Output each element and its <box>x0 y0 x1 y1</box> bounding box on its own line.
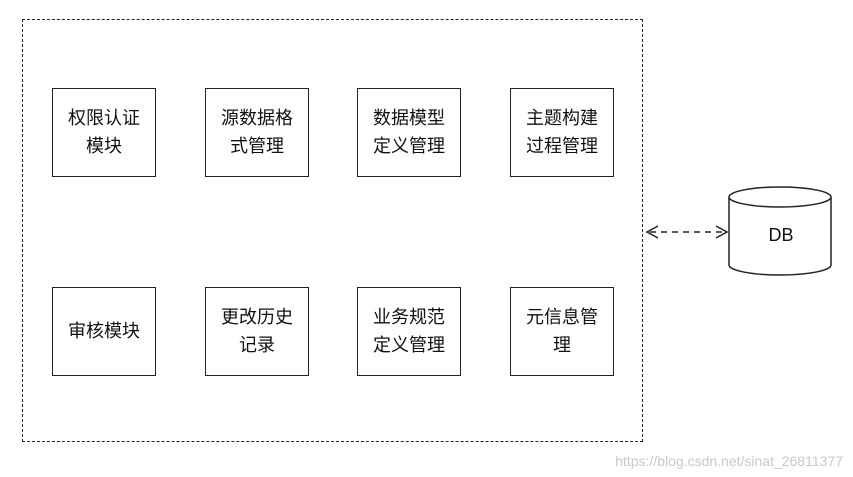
module-label: 业务规范定义管理 <box>373 306 445 356</box>
module-metadata: 元信息管理 <box>510 287 614 376</box>
system-boundary-frame <box>22 19 643 442</box>
module-label: 元信息管理 <box>526 306 598 356</box>
database-label: DB <box>768 225 794 245</box>
module-review: 审核模块 <box>52 287 156 376</box>
module-label: 审核模块 <box>68 320 140 342</box>
module-label: 源数据格式管理 <box>221 107 293 157</box>
module-business-rules: 业务规范定义管理 <box>357 287 461 376</box>
module-change-history: 更改历史记录 <box>205 287 309 376</box>
module-topic-build: 主题构建过程管理 <box>510 88 614 177</box>
module-label: 数据模型定义管理 <box>373 107 445 157</box>
watermark-text: https://blog.csdn.net/sinat_26811377 <box>615 453 843 469</box>
module-label: 更改历史记录 <box>221 306 293 356</box>
module-label: 主题构建过程管理 <box>526 107 598 157</box>
module-source-format: 源数据格式管理 <box>205 88 309 177</box>
bidirectional-arrow <box>645 225 729 239</box>
module-label: 权限认证模块 <box>68 107 140 157</box>
database-cylinder-icon <box>728 186 832 276</box>
module-data-model: 数据模型定义管理 <box>357 88 461 177</box>
module-auth: 权限认证模块 <box>52 88 156 177</box>
